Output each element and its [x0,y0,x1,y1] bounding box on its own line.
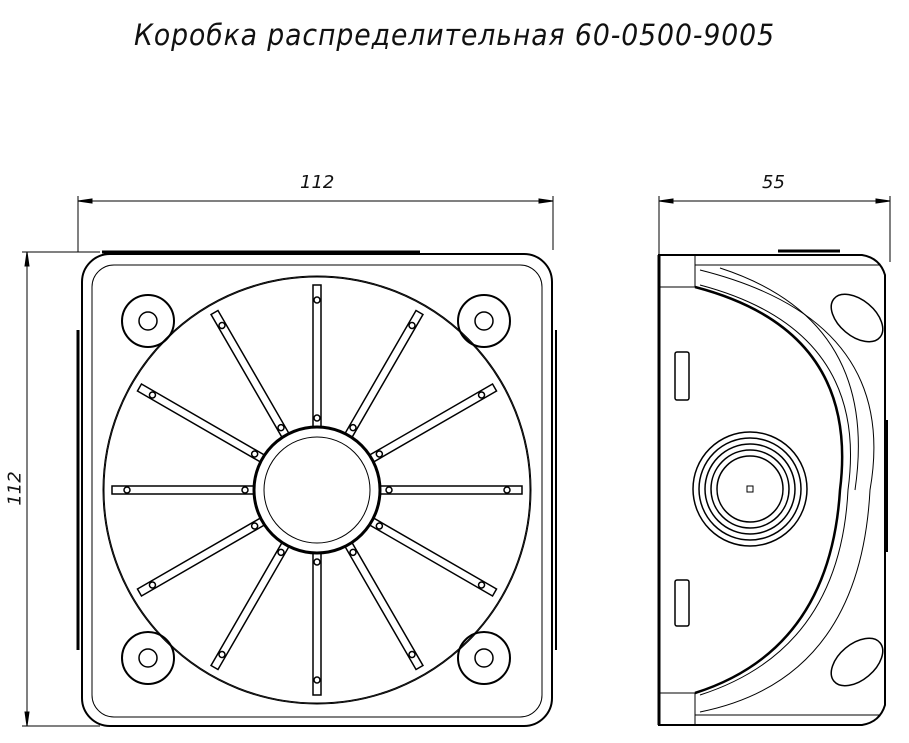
front-dimension-lines [22,196,554,727]
side-depth-dimension: 55 [762,172,785,193]
screw-boss-tl [121,294,175,348]
screw-boss-br [457,631,511,685]
front-view [76,250,557,727]
screw-boss-bl [121,631,175,685]
screw-boss-tr [457,294,511,348]
cable-gland [692,431,808,547]
center-hub [252,425,382,555]
side-view [657,249,888,726]
side-dimension-lines [658,196,891,262]
front-width-dimension: 112 [300,172,335,193]
drawing-title: Коробка распределительная 60-0500-9005 [134,18,775,52]
